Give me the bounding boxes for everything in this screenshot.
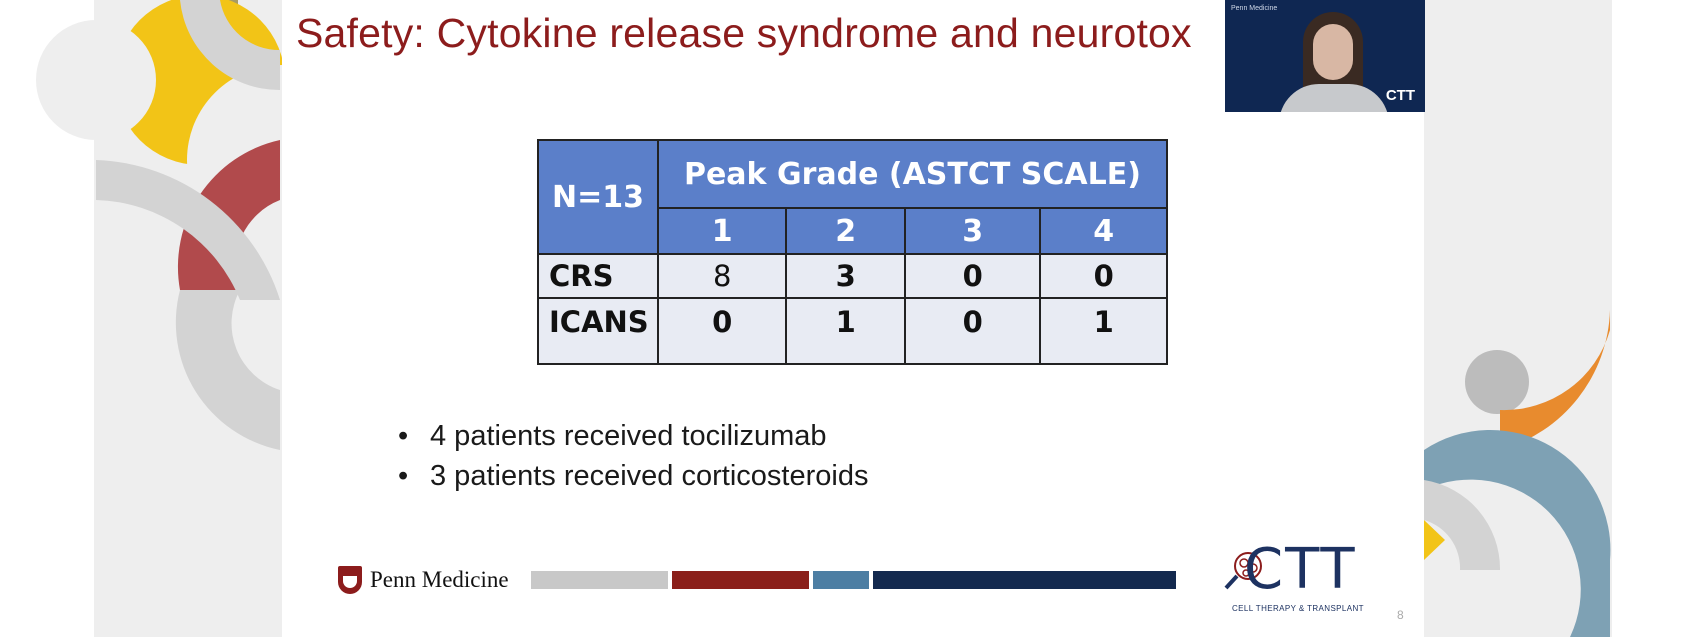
footer-stripe-gray bbox=[531, 571, 668, 589]
crs-grade-4: 0 bbox=[1039, 253, 1168, 299]
grade-header-4: 4 bbox=[1039, 207, 1168, 255]
ctt-logo-text: CTT bbox=[1244, 537, 1357, 602]
webcam-corner-text: Penn Medicine bbox=[1231, 5, 1278, 12]
table-row: CRS 8 3 0 0 bbox=[537, 253, 1168, 299]
icans-grade-1: 0 bbox=[656, 297, 788, 365]
grade-header-3: 3 bbox=[903, 207, 1042, 255]
row-label-crs: CRS bbox=[537, 253, 659, 299]
ctt-cells-icon bbox=[1224, 552, 1262, 590]
page-number: 8 bbox=[1397, 608, 1404, 622]
ctt-logo: CTT CELL THERAPY & TRANSPLANT bbox=[1222, 540, 1372, 615]
icans-grade-4: 1 bbox=[1039, 297, 1168, 365]
webcam-ctt-logo: CTT bbox=[1385, 87, 1415, 104]
table-row: ICANS 0 1 0 1 bbox=[537, 297, 1168, 365]
penn-medicine-logo: Penn Medicine bbox=[338, 566, 509, 594]
presenter-face bbox=[1313, 24, 1353, 80]
bullet-icon: • bbox=[398, 420, 409, 452]
bullet-text-corticosteroids: 3 patients received corticosteroids bbox=[430, 460, 869, 492]
penn-shield-icon bbox=[338, 566, 362, 594]
list-item: • 3 patients received corticosteroids bbox=[398, 456, 868, 496]
bullet-icon: • bbox=[398, 460, 409, 492]
grade-table: N=13 Peak Grade (ASTCT SCALE) 1 2 3 4 CR… bbox=[537, 139, 1169, 365]
presenter-webcam: Penn Medicine CTT bbox=[1225, 0, 1425, 112]
crs-grade-2: 3 bbox=[785, 253, 906, 299]
footer-stripe-red bbox=[672, 571, 809, 589]
crs-grade-3: 0 bbox=[903, 253, 1042, 299]
row-label-icans: ICANS bbox=[537, 297, 659, 365]
footer-stripe-navy bbox=[873, 571, 1176, 589]
presenter-shoulders bbox=[1279, 84, 1389, 112]
icans-grade-2: 1 bbox=[785, 297, 906, 365]
ctt-subtitle: CELL THERAPY & TRANSPLANT bbox=[1232, 604, 1364, 613]
list-item: • 4 patients received tocilizumab bbox=[398, 416, 868, 456]
grade-header-1: 1 bbox=[656, 207, 788, 255]
grade-header-2: 2 bbox=[785, 207, 906, 255]
penn-medicine-text: Penn Medicine bbox=[370, 567, 509, 592]
footer-stripe-blue bbox=[813, 571, 869, 589]
crs-grade-1: 8 bbox=[656, 253, 788, 299]
table-n-label: N=13 bbox=[537, 139, 659, 255]
bullet-text-tocilizumab: 4 patients received tocilizumab bbox=[430, 420, 827, 452]
icans-grade-3: 0 bbox=[903, 297, 1042, 365]
slide-title: Safety: Cytokine release syndrome and ne… bbox=[296, 10, 1192, 56]
table-group-header: Peak Grade (ASTCT SCALE) bbox=[656, 139, 1169, 209]
bullet-list: • 4 patients received tocilizumab • 3 pati… bbox=[398, 416, 868, 496]
